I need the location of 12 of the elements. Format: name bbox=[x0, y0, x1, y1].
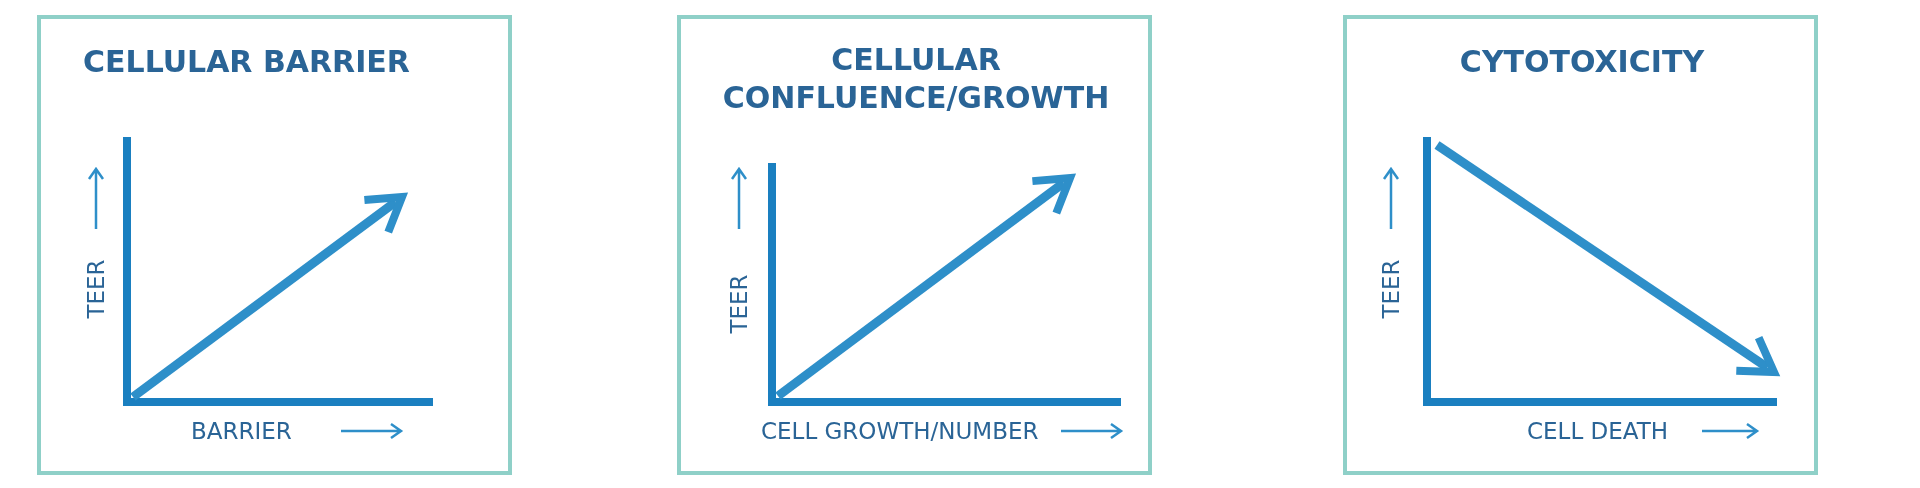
panel-title: CYTOTOXICITY bbox=[1458, 43, 1706, 81]
axis-label: CELL DEATH bbox=[1527, 417, 1669, 445]
chart-panel bbox=[677, 15, 1152, 475]
axis-label: TEER bbox=[1377, 258, 1405, 321]
panel-title: CELLULAR CONFLUENCE/GROWTH bbox=[721, 41, 1111, 117]
chart-panel bbox=[1343, 15, 1818, 475]
axis-label: BARRIER bbox=[191, 417, 292, 445]
panel-title: CELLULAR BARRIER bbox=[83, 43, 411, 81]
axis-label: TEER bbox=[82, 258, 110, 321]
axis-label: CELL GROWTH/NUMBER bbox=[761, 417, 1039, 445]
chart-panel bbox=[37, 15, 512, 475]
axis-label: TEER bbox=[725, 273, 753, 336]
